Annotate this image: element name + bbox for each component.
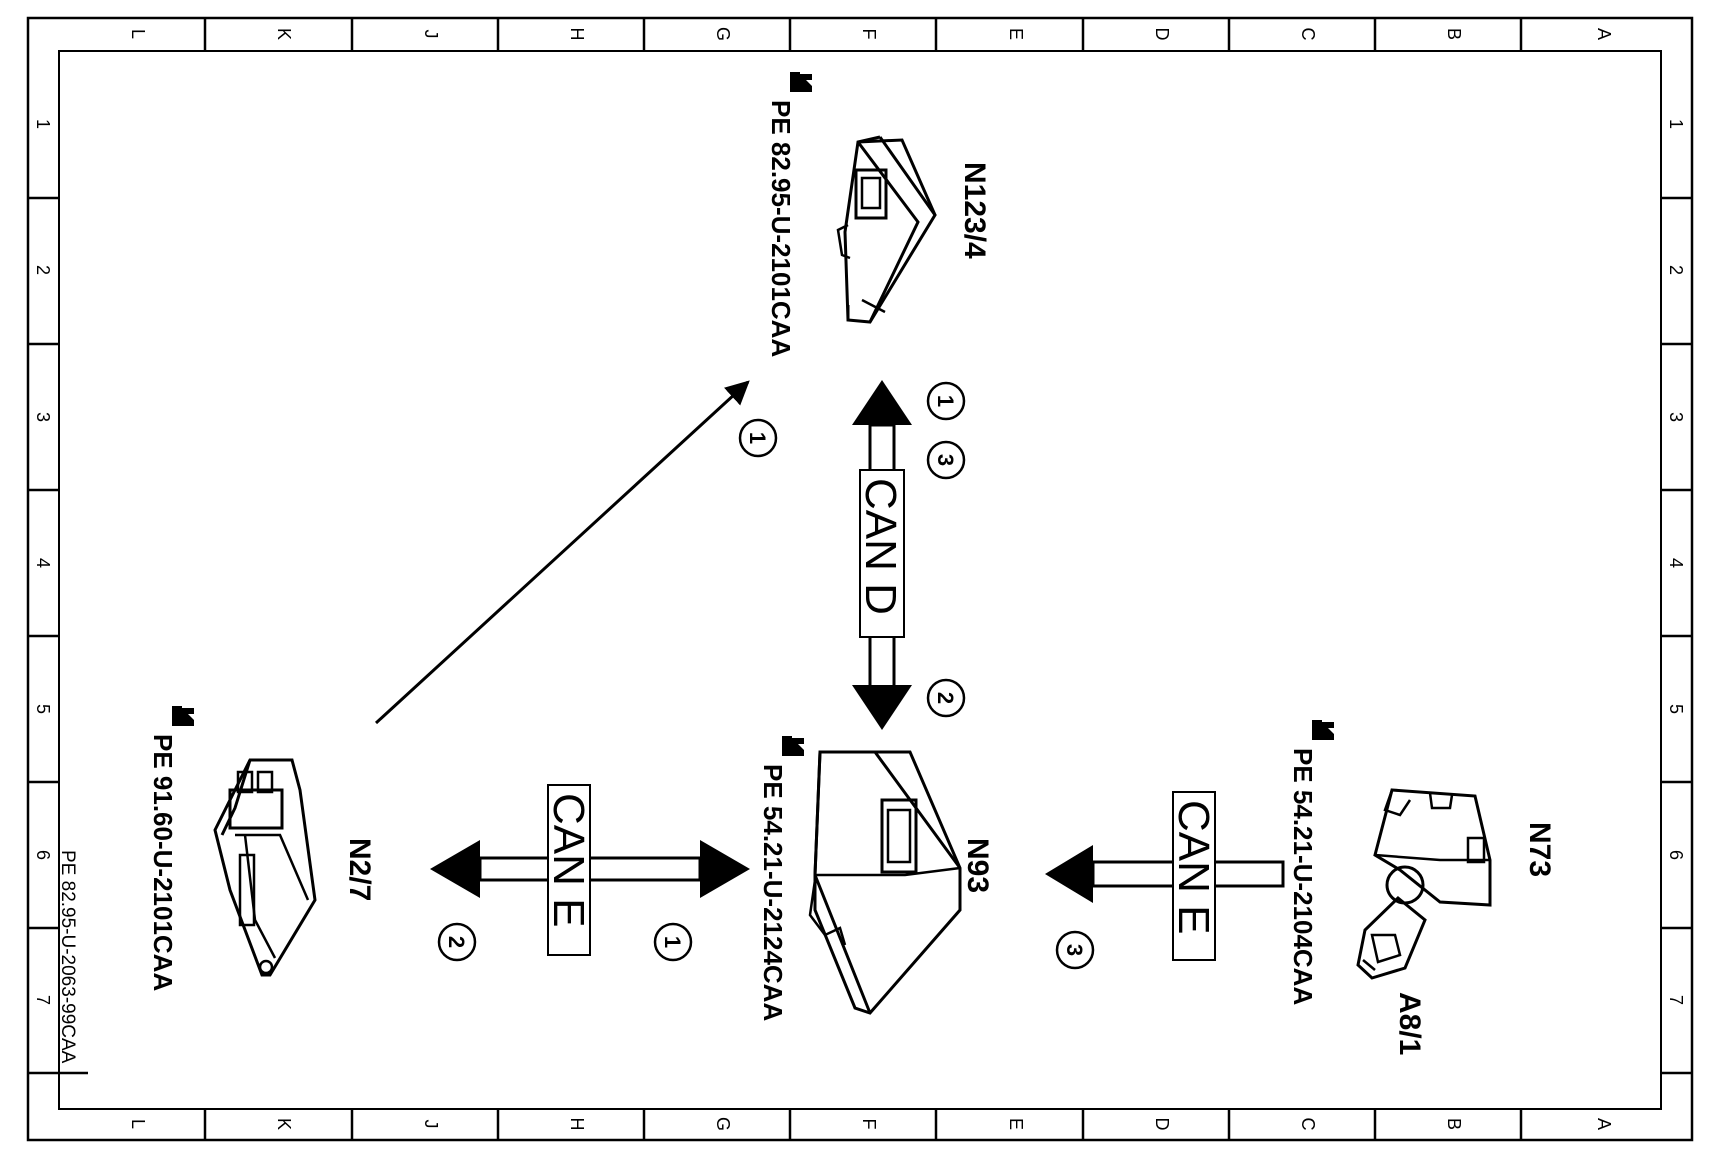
grid-number-left: 6 xyxy=(33,850,53,860)
a8-1-key xyxy=(1356,895,1427,980)
n2-7-ref: PE 91.60-U-2101CAA xyxy=(148,706,194,991)
a8-1-label: A8/1 xyxy=(1393,992,1426,1055)
hand-pointer-icon xyxy=(172,706,194,726)
left-grid-numbers: 1 2 3 4 5 6 7 xyxy=(33,119,53,1005)
can-d-callout-bottom-2: 2 xyxy=(926,678,966,718)
grid-letter-bottom: H xyxy=(567,1118,587,1131)
grid-number-left: 7 xyxy=(33,995,53,1005)
svg-text:PE 91.60-U-2101CAA: PE 91.60-U-2101CAA xyxy=(148,734,178,991)
diagonal-signal-arrow xyxy=(374,380,750,725)
grid-number-right: 7 xyxy=(1666,995,1686,1005)
grid-letter-bottom: J xyxy=(421,1120,441,1129)
diagonal-arrow-callout-1: 1 xyxy=(738,418,778,458)
n2-7-label: N2/7 xyxy=(343,838,376,901)
can-e-left-callout-1: 1 xyxy=(653,922,693,962)
grid-letter-bottom: B xyxy=(1444,1118,1464,1130)
grid-letter-top: K xyxy=(274,28,294,40)
grid-letter-top: G xyxy=(713,27,733,41)
svg-text:PE 54.21-U-2124CAA: PE 54.21-U-2124CAA xyxy=(758,764,788,1021)
can-d-arrow-down xyxy=(852,685,912,730)
can-d-callout-top-3: 3 xyxy=(926,440,966,480)
grid-number-left: 4 xyxy=(33,558,53,568)
right-grid-dividers xyxy=(1661,196,1692,1075)
grid-number-right: 3 xyxy=(1666,412,1686,422)
grid-letter-top: F xyxy=(859,29,879,40)
n73-label: N73 xyxy=(1523,822,1556,877)
grid-letter-bottom: C xyxy=(1298,1118,1318,1131)
bottom-grid-letters: L K J H G F E D C B A xyxy=(128,1117,1614,1131)
svg-text:1: 1 xyxy=(933,395,958,407)
grid-letter-top: A xyxy=(1594,28,1614,40)
grid-letter-top: H xyxy=(567,28,587,41)
svg-text:2: 2 xyxy=(933,692,958,704)
grid-number-right: 5 xyxy=(1666,704,1686,714)
bottom-grid-dividers xyxy=(203,1109,1523,1140)
inner-frame xyxy=(58,50,1662,1110)
can-e-right-label: CAN E xyxy=(1169,800,1218,934)
grid-number-right: 4 xyxy=(1666,558,1686,568)
grid-letter-bottom: L xyxy=(128,1119,148,1129)
can-e-right-bus: CAN E xyxy=(1045,791,1285,961)
grid-number-right: 6 xyxy=(1666,850,1686,860)
document-reference: PE 82.95-U-2063-99CAA xyxy=(57,850,78,1064)
grid-letter-top: J xyxy=(421,30,441,39)
grid-number-right: 2 xyxy=(1666,265,1686,275)
right-grid-numbers: 1 2 3 4 5 6 7 xyxy=(1666,119,1686,1005)
n2-7-module xyxy=(213,758,317,977)
svg-text:3: 3 xyxy=(933,454,958,466)
svg-text:2: 2 xyxy=(444,936,469,948)
grid-letter-bottom: E xyxy=(1006,1118,1026,1130)
n73-ref: PE 54.21-U-2104CAA xyxy=(1288,720,1334,1005)
can-d-arrow-up xyxy=(852,380,912,425)
can-e-left-callout-2: 2 xyxy=(437,922,477,962)
grid-letter-bottom: A xyxy=(1594,1118,1614,1130)
grid-letter-top: L xyxy=(128,29,148,39)
svg-text:1: 1 xyxy=(745,432,770,444)
n93-module xyxy=(808,750,962,1015)
n123-4-module xyxy=(836,135,937,324)
n93-label: N93 xyxy=(961,838,994,893)
svg-text:1: 1 xyxy=(660,936,685,948)
grid-letter-top: E xyxy=(1006,28,1026,40)
can-d-label: CAN D xyxy=(856,478,905,615)
top-grid-letters: L K J H G F E D C B A xyxy=(128,27,1614,41)
grid-letter-bottom: F xyxy=(859,1119,879,1130)
grid-letter-top: B xyxy=(1444,28,1464,40)
grid-letter-top: D xyxy=(1152,28,1172,41)
grid-letter-top: C xyxy=(1298,28,1318,41)
hand-pointer-icon xyxy=(1312,720,1334,740)
grid-number-left: 2 xyxy=(33,265,53,275)
grid-letter-bottom: K xyxy=(274,1118,294,1130)
can-e-left-bus: CAN E xyxy=(430,784,750,956)
svg-text:3: 3 xyxy=(1062,944,1087,956)
can-e-right-arrow xyxy=(1045,845,1093,903)
svg-text:PE 82.95-U-2101CAA: PE 82.95-U-2101CAA xyxy=(766,100,796,357)
grid-number-left: 5 xyxy=(33,704,53,714)
can-e-left-arrow-to-n93 xyxy=(700,840,750,898)
can-e-left-arrow-to-n2-7 xyxy=(430,840,480,898)
grid-number-right: 1 xyxy=(1666,119,1686,129)
svg-text:PE 54.21-U-2104CAA: PE 54.21-U-2104CAA xyxy=(1288,748,1318,1005)
grid-number-left: 1 xyxy=(33,119,53,129)
n123-4-label: N123/4 xyxy=(958,162,991,259)
grid-number-left: 3 xyxy=(33,412,53,422)
hand-pointer-icon xyxy=(782,736,804,756)
hand-pointer-icon xyxy=(790,72,812,92)
can-d-bus: CAN D xyxy=(852,380,912,730)
n123-4-ref: PE 82.95-U-2101CAA xyxy=(766,72,812,357)
can-e-left-label: CAN E xyxy=(544,793,593,927)
can-d-callout-top-1: 1 xyxy=(926,381,966,421)
can-e-right-callout-3: 3 xyxy=(1055,930,1095,970)
grid-letter-bottom: G xyxy=(713,1117,733,1131)
top-grid-dividers xyxy=(203,18,1523,51)
n93-ref: PE 54.21-U-2124CAA xyxy=(758,736,804,1021)
grid-letter-bottom: D xyxy=(1152,1118,1172,1131)
left-grid-dividers xyxy=(28,196,59,1075)
